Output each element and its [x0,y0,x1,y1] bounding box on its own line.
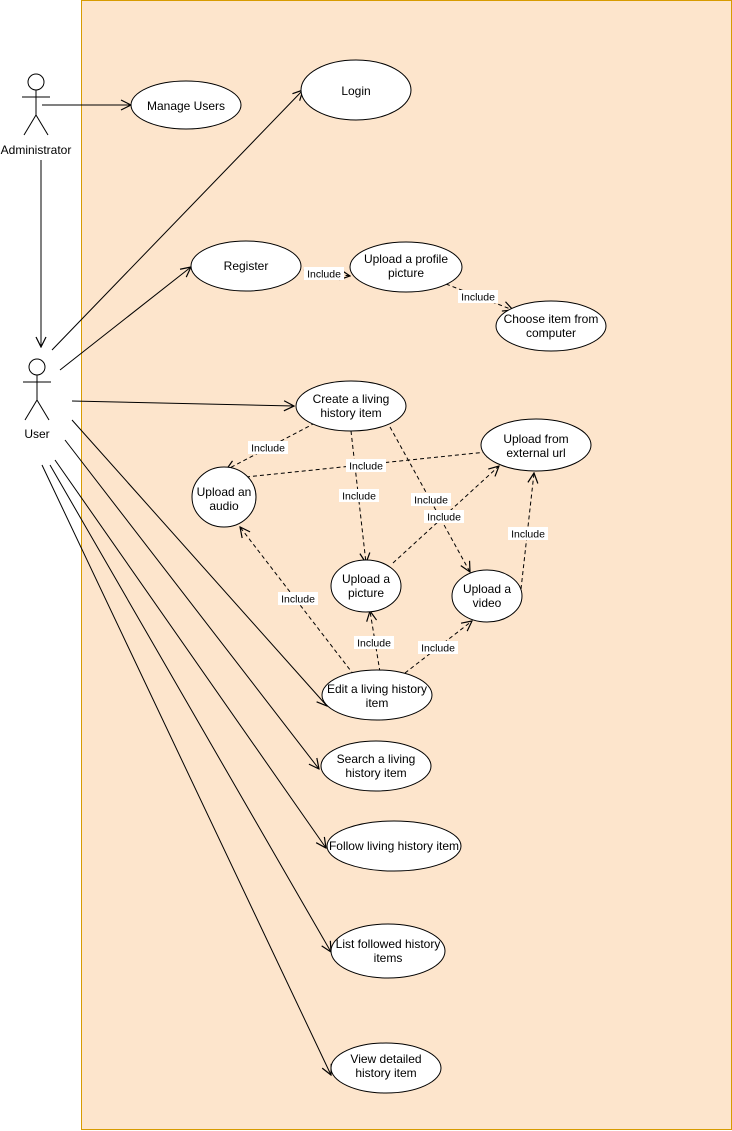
uc-create-label: Create a living [313,392,390,406]
assoc-user-list [49,464,331,952]
include-label: Include [278,592,318,606]
include-label: Include [424,510,464,524]
actor-administrator-label: Administrator [1,143,72,157]
uc-manage-users[interactable] [130,80,242,130]
assoc-user-view [41,464,331,1075]
svg-text:Include: Include [414,495,448,507]
uc-register-label: Register [224,259,269,273]
assoc-user-search [64,439,319,769]
uc-upload-profile-picture-label: Upload a profile [364,252,448,266]
uc-search-label-2: history item [345,766,406,780]
uc-register[interactable] [190,240,302,292]
uc-list-followed-label: List followed history [336,937,441,951]
include-label: Include [411,493,451,507]
uc-list-followed-label-2: items [374,951,403,965]
uc-login-label: Login [341,84,370,98]
svg-text:Include: Include [349,461,383,473]
include-labels: Include Include Include Include Include … [248,267,548,655]
uc-view-detailed-label: View detailed [350,1052,421,1066]
actor-user-label: User [24,427,49,441]
uc-upload-profile-picture-label-2: picture [388,266,424,280]
include-label: Include [346,459,386,473]
uc-search-label: Search a living [337,752,416,766]
uc-edit-living-history-item[interactable] [321,669,433,721]
uc-choose-item-from-computer[interactable] [495,300,607,352]
uc-upload-picture-label: Upload a [342,572,390,586]
uc-view-detailed-history-item[interactable] [330,1042,442,1094]
svg-text:Include: Include [511,529,545,541]
uc-login[interactable] [300,59,412,121]
assoc-user-register [59,267,191,371]
assoc-user-edit [71,419,327,706]
use-case-labels: Manage Users Login Register Upload a pro… [147,84,598,1080]
svg-text:Include: Include [427,512,461,524]
uc-upload-profile-picture[interactable] [349,241,463,293]
svg-text:Include: Include [357,638,391,650]
uc-external-url-label: Upload from [503,432,568,446]
assoc-user-follow [54,459,326,848]
uc-create-living-history-item[interactable] [295,380,407,432]
uc-list-followed-history-items[interactable] [330,923,446,979]
svg-text:Include: Include [421,643,455,655]
uc-manage-users-label: Manage Users [147,99,225,113]
actor-user [23,358,51,421]
uc-view-detailed-label-2: history item [355,1066,416,1080]
assoc-user-login [51,90,303,351]
uc-search-living-history-item[interactable] [320,740,432,792]
uc-external-url-label-2: external url [506,446,565,460]
uc-edit-label: Edit a living history [327,682,427,696]
associations [41,90,331,1075]
uc-upload-from-external-url[interactable] [480,418,592,472]
uc-upload-video-label-2: video [473,596,502,610]
uc-upload-audio[interactable] [191,466,257,528]
actor-administrator [22,73,50,136]
include-label: Include [418,641,458,655]
uc-upload-picture-label-2: picture [348,586,384,600]
uc-upload-audio-label-2: audio [209,499,239,513]
svg-text:Include: Include [461,292,495,304]
include-label: Include [248,441,288,455]
uc-create-label-2: history item [320,406,381,420]
include-label: Include [304,267,344,281]
uc-edit-label-2: item [366,696,389,710]
uc-upload-video[interactable] [451,569,523,623]
uc-follow-living-history-item[interactable] [326,820,462,872]
use-cases [130,59,607,1094]
svg-text:Include: Include [307,269,341,281]
include-label: Include [339,489,379,503]
uc-choose-item-label: Choose item from [504,312,599,326]
svg-text:Include: Include [281,594,315,606]
uc-choose-item-label-2: computer [526,326,576,340]
svg-text:Include: Include [342,491,376,503]
uc-follow-label: Follow living history item [329,839,459,853]
include-label: Include [458,290,498,304]
uc-upload-audio-label: Upload an [197,485,252,499]
uc-upload-video-label: Upload a [463,582,511,596]
include-label: Include [354,636,394,650]
assoc-user-create [71,401,294,406]
include-label: Include [508,527,548,541]
uc-upload-picture[interactable] [330,559,402,613]
svg-text:Include: Include [251,443,285,455]
